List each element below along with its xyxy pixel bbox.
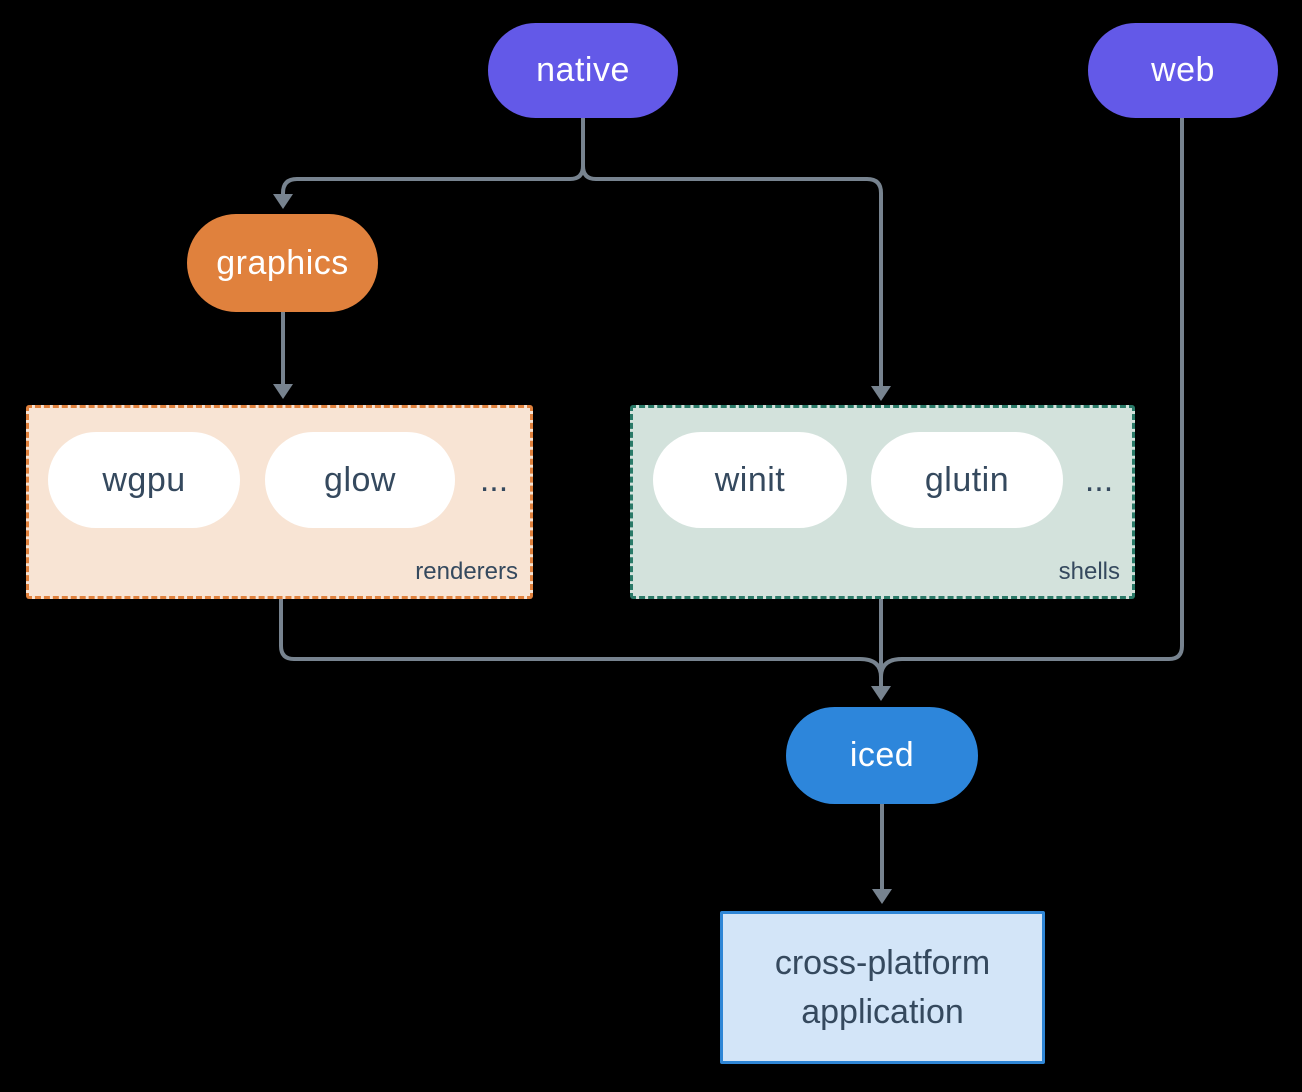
shells-group-label: shells [1058, 558, 1120, 585]
edge-native-graphics [281, 116, 585, 196]
arrowhead-shells [871, 386, 891, 401]
edge-web-iced [879, 116, 1184, 679]
node-glow-label: glow [324, 460, 396, 499]
edge-renderers-iced [279, 597, 883, 679]
renderers-ellipsis: ... [479, 460, 509, 499]
node-native-label: native [536, 51, 630, 89]
node-wgpu-label: wgpu [102, 460, 186, 499]
node-web: web [1088, 23, 1278, 118]
node-graphics-label: graphics [216, 243, 349, 282]
node-wgpu: wgpu [48, 432, 240, 528]
node-winit: winit [653, 432, 847, 528]
shells-ellipsis: ... [1084, 460, 1114, 499]
node-iced-label: iced [849, 736, 915, 774]
group-shells: winit glutin ... shells [630, 405, 1135, 599]
node-iced: iced [786, 707, 978, 804]
arrowhead-graphics [273, 194, 293, 209]
edge-native-shells [581, 164, 883, 388]
node-web-label: web [1151, 51, 1215, 89]
group-renderers: wgpu glow ... renderers [26, 405, 533, 599]
node-application: cross-platform application [720, 911, 1045, 1064]
arrowhead-iced [871, 686, 891, 701]
node-glutin: glutin [871, 432, 1063, 528]
node-graphics: graphics [187, 214, 378, 312]
arrowhead-application [872, 889, 892, 904]
node-native: native [488, 23, 678, 118]
node-glutin-label: glutin [924, 460, 1010, 499]
node-winit-label: winit [714, 460, 786, 499]
node-glow: glow [265, 432, 455, 528]
arrowhead-renderers [273, 384, 293, 399]
renderers-group-label: renderers [415, 558, 518, 585]
node-application-label: cross-platform application [774, 944, 991, 1031]
